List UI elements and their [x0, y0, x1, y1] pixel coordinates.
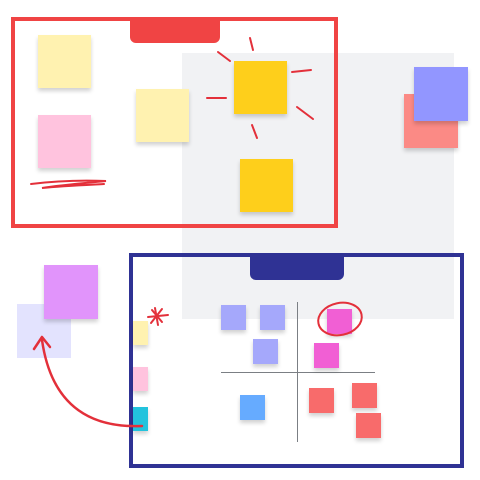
blue-frame-tab[interactable] [250, 253, 344, 280]
sticky-note-light-purple-3[interactable] [253, 339, 278, 364]
sticky-note-light-yellow-1[interactable] [38, 35, 91, 88]
red-frame-tab[interactable] [130, 17, 220, 43]
sticky-note-magenta-2[interactable] [314, 343, 339, 368]
sticky-note-coral-1[interactable] [309, 388, 334, 413]
sticky-note-magenta-1[interactable] [327, 309, 352, 334]
sticky-note-light-purple-2[interactable] [260, 305, 285, 330]
sticky-note-coral-2[interactable] [352, 383, 377, 408]
quadrant-horizontal-divider [221, 372, 375, 373]
sticky-note-coral-3[interactable] [356, 413, 381, 438]
sticky-note-purple[interactable] [44, 265, 98, 319]
sticky-note-cyan-edge[interactable] [133, 407, 148, 431]
sticky-note-yellow-2[interactable] [240, 159, 293, 212]
sticky-note-light-purple-1[interactable] [221, 305, 246, 330]
sticky-note-light-yellow-edge[interactable] [133, 321, 148, 345]
sticky-note-yellow-1[interactable] [234, 61, 287, 114]
sticky-note-pink-edge[interactable] [133, 367, 148, 391]
sticky-note-light-yellow-2[interactable] [136, 89, 189, 142]
sticky-note-violet[interactable] [414, 67, 468, 121]
sticky-note-blue[interactable] [240, 395, 265, 420]
sticky-note-pink-1[interactable] [38, 115, 91, 168]
